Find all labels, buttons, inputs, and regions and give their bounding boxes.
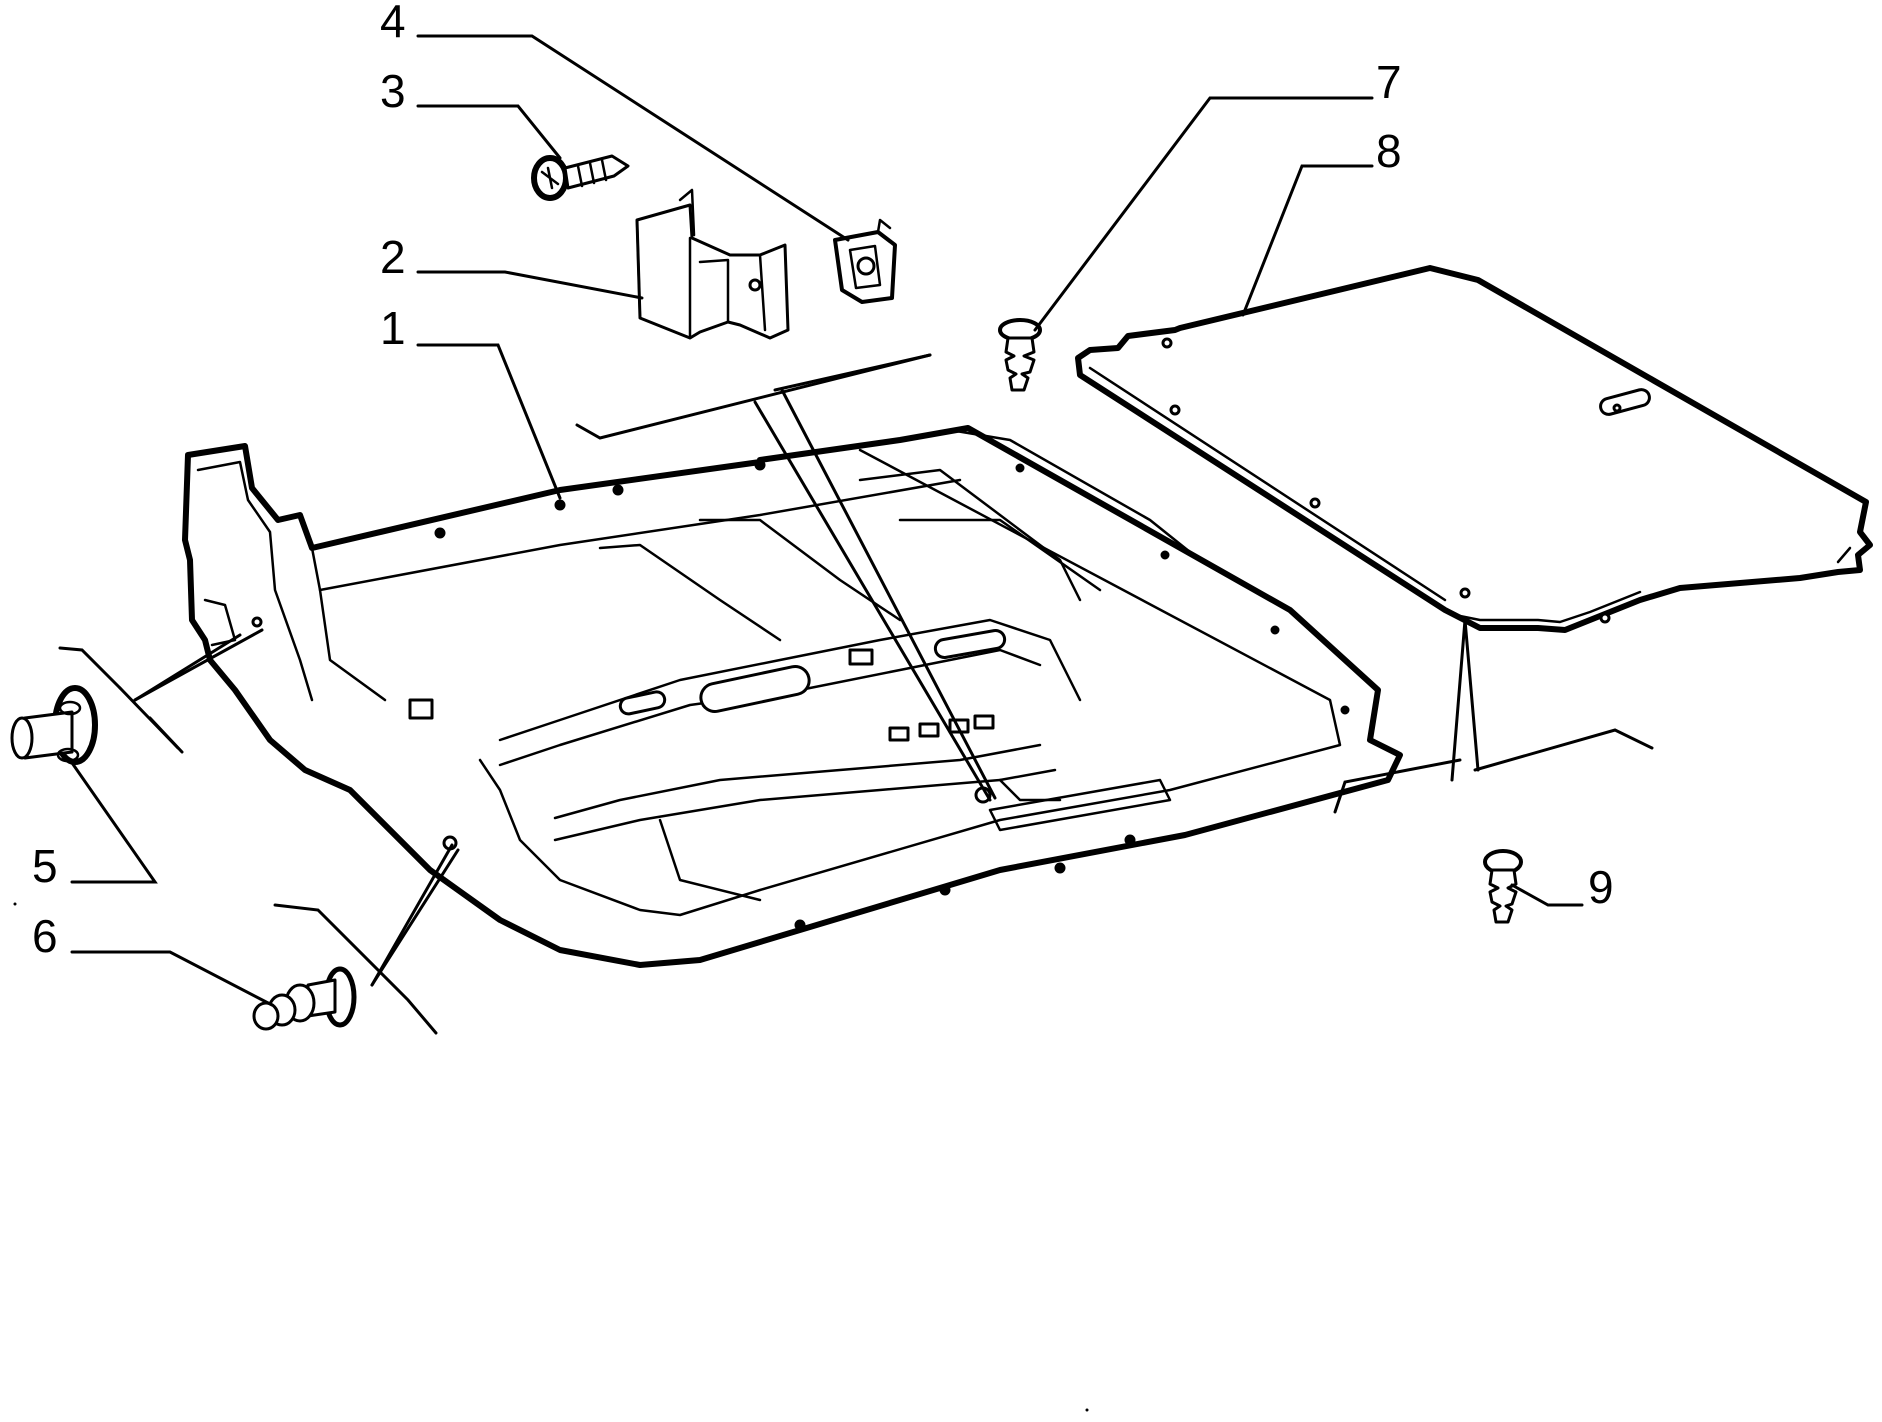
- callout-3: 3: [380, 65, 406, 117]
- part-4-clip-nut[interactable]: [833, 218, 897, 304]
- part-3-screw[interactable]: [531, 154, 630, 201]
- part-2-bracket[interactable]: [635, 188, 790, 340]
- part-8-panel[interactable]: [1075, 265, 1873, 633]
- callout-6: 6: [32, 910, 58, 962]
- callout-5: 5: [32, 840, 58, 892]
- callout-1: 1: [380, 302, 406, 354]
- part-1-floor-tray[interactable]: [182, 425, 1403, 968]
- speck: [1085, 1408, 1089, 1412]
- callout-9: 9: [1588, 861, 1614, 913]
- callout-numbers: 1 2 3 4 5 6 7 8 9: [32, 0, 1614, 962]
- part-5-plug[interactable]: [10, 685, 98, 765]
- leader-lines: [68, 34, 1584, 1007]
- callout-7: 7: [1376, 56, 1402, 108]
- callout-4: 4: [380, 0, 406, 47]
- callout-2: 2: [380, 231, 406, 283]
- part-9-push-pin[interactable]: [1483, 849, 1523, 924]
- part-6-stud[interactable]: [252, 966, 357, 1031]
- section-break-lines: [58, 353, 1654, 1035]
- part-7-push-pin[interactable]: [998, 318, 1042, 392]
- speck: [13, 902, 17, 906]
- callout-8: 8: [1376, 125, 1402, 177]
